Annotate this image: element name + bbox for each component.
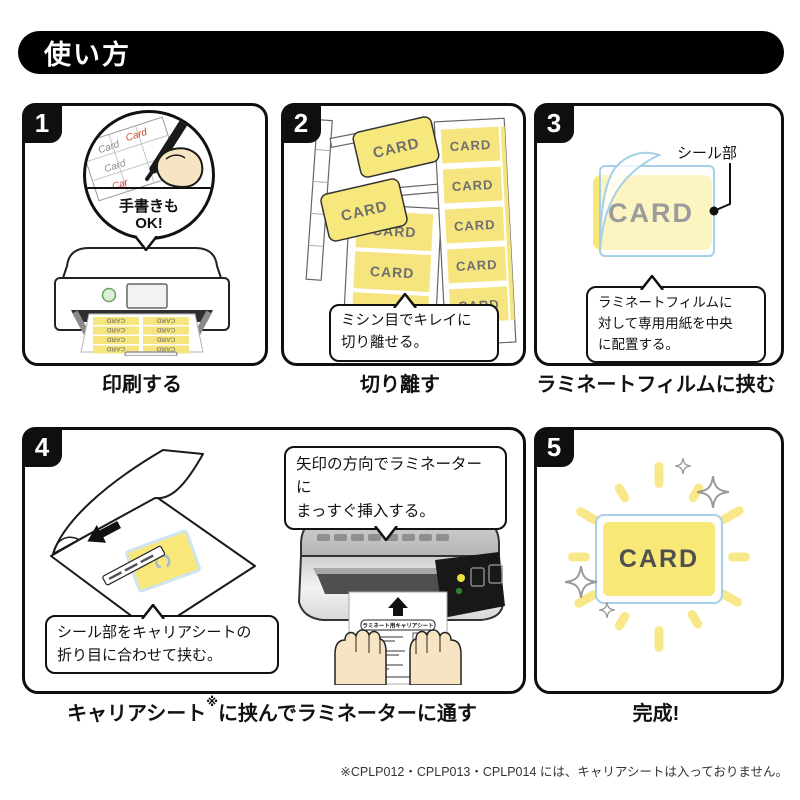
printed-card-label: CARD [106, 345, 125, 352]
mode-switch [488, 564, 503, 584]
carrier-sheet-title: ラミネート用キャリアシート [362, 622, 433, 630]
printed-card-sheet: CARD CARD CARD CARD CARD CARD CARD CARD [93, 317, 189, 354]
shine-ray [654, 626, 664, 652]
step-3-panel: 3 CARD シール部 ラミネートフィルムに 対して専用用紙を中央 に配置する。 [534, 103, 784, 366]
step-4-number-badge: 4 [22, 427, 62, 467]
film-flap [599, 151, 662, 252]
step-5-panel: 5 CARD [534, 427, 784, 694]
step-2-number-badge: 2 [281, 103, 321, 143]
step-5-caption: 完成! [632, 703, 680, 725]
sparkle-icon [565, 566, 597, 598]
step-number: 4 [34, 431, 50, 462]
loose-card: CARD [320, 178, 408, 242]
step-1-panel: 1 Card Card Card Car 手書きも OK! [22, 103, 268, 366]
hands-icon [334, 629, 462, 685]
card-label: CARD [370, 263, 415, 281]
ready-led [455, 587, 463, 595]
step-3-number-badge: 3 [534, 103, 574, 143]
card-label: CARD [449, 137, 491, 154]
card-label: CARD [451, 177, 493, 194]
shine-ray [686, 608, 704, 631]
seal-label: シール部 [677, 145, 738, 162]
shine-ray [613, 482, 631, 504]
step-5-number-badge: 5 [534, 427, 574, 467]
page-title: 使い方 [44, 40, 131, 70]
hand-icon [156, 147, 204, 189]
carrier-sheet-flap [52, 449, 204, 555]
step-1-caption: 印刷する [102, 374, 182, 396]
step-number: 1 [34, 107, 50, 138]
power-led [457, 574, 465, 582]
step-number: 3 [546, 107, 562, 138]
step-4-left-note: シール部をキャリアシートの 折り目に合わせて挟む。 [45, 604, 279, 674]
printed-card-label: CARD [156, 345, 175, 352]
seal-pointer-dot [709, 206, 719, 216]
step-2-note: ミシン目でキレイに 切り離せる。 [329, 293, 499, 362]
bubble-divider [86, 187, 212, 189]
laminator-icon: ラミネート用キャリアシート [297, 505, 505, 685]
footnote: ※CPLP012・CPLP013・CPLP014 には、キャリアシートは入ってお… [340, 765, 788, 779]
step-number: 2 [293, 107, 309, 138]
shine-ray [654, 462, 664, 488]
shine-ray [613, 610, 631, 632]
step-2-caption: 切り離す [360, 374, 440, 396]
seal-pointer-line [715, 163, 731, 211]
printed-card-label: CARD [106, 317, 125, 324]
step-1-number-badge: 1 [22, 103, 62, 143]
printed-card-label: CARD [106, 326, 125, 333]
sparkle-icon [697, 476, 729, 508]
power-switch [470, 567, 485, 587]
step-4-caption: キャリアシート※に挟んでラミネーターに通す [67, 695, 477, 725]
printer-icon: CARD CARD CARD CARD CARD CARD CARD CARD [54, 247, 230, 356]
handwriting-bubble: Card Card Card Car 手書きも OK! [83, 110, 215, 240]
step-2-panel: 2 CARD CARD CARD [281, 103, 526, 366]
step-4-panel: 4 C シール部をキャリアシートの 折り目に合わせて挟む。 矢印の方向でラミネー… [22, 427, 526, 694]
carrier-sheet-icon: C [50, 449, 256, 633]
printer-power-button [101, 287, 117, 303]
loose-card: CARD [352, 116, 440, 178]
laminator-slot [317, 574, 455, 594]
step-number: 5 [546, 431, 562, 462]
shine-ray [728, 552, 750, 562]
card-label: CARD [454, 217, 496, 234]
sparkle-icon [599, 602, 615, 618]
finished-laminated-card: CARD [595, 514, 723, 604]
carrier-sheet-title-strip [102, 545, 166, 586]
bubble-tail [134, 236, 158, 251]
laminator-vents [317, 534, 449, 541]
step-4-right-note: 矢印の方向でラミネーターに まっすぐ挿入する。 [284, 446, 507, 541]
footnote-marker: ※ [206, 695, 218, 709]
shine-ray [568, 552, 590, 562]
step-3-note: ラミネートフィルムに 対して専用用紙を中央 に配置する。 [586, 275, 766, 363]
card-label: CARD [603, 522, 715, 596]
header-bar: 使い方 [18, 31, 784, 74]
card-label: CARD [456, 257, 498, 274]
sparkle-icon [675, 458, 691, 474]
printed-card-label: CARD [156, 336, 175, 343]
printer-screen [126, 283, 168, 309]
card-in-film-icon: CARD [593, 151, 731, 257]
bubble-text: 手書きも OK! [118, 197, 179, 232]
step-3-caption: ラミネートフィルムに挟む [536, 374, 776, 396]
printed-card-label: CARD [156, 317, 175, 324]
printed-card-label: CARD [156, 326, 175, 333]
card-label: CARD [608, 198, 694, 228]
laminator-control-panel [435, 552, 505, 618]
insert-direction-arrow [87, 520, 122, 543]
printed-card-label: CARD [106, 336, 125, 343]
card-sheets-icon: CARD CARD CARD CARD CARD CARD CARD CARD … [305, 116, 517, 348]
up-arrow-icon [388, 597, 408, 616]
